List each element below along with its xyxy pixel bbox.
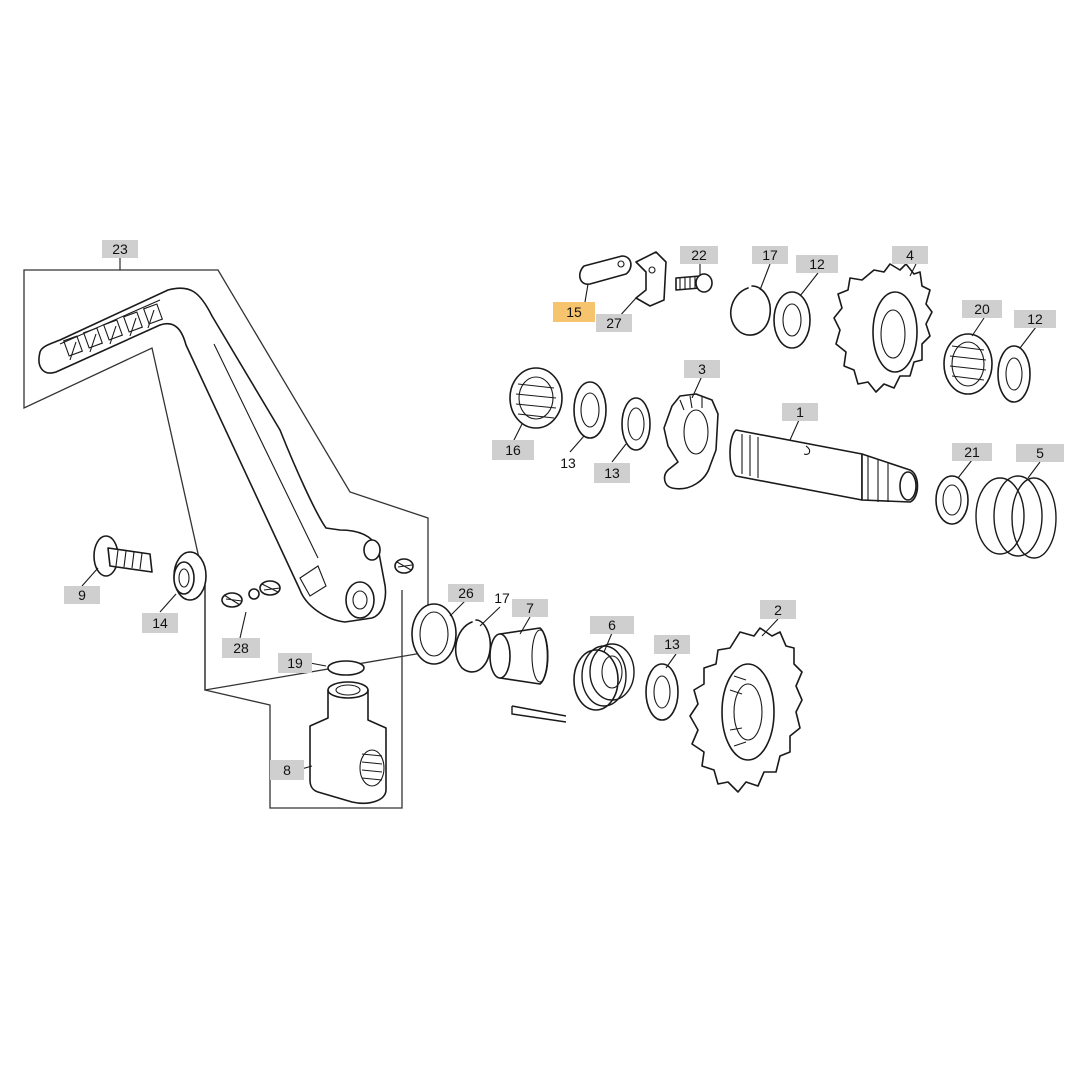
callout-21[interactable]: 21 <box>952 443 992 461</box>
leader-lines <box>81 258 1041 771</box>
circlip-top <box>730 285 772 336</box>
callout-12-top[interactable]: 12 <box>796 255 838 273</box>
callout-15[interactable]: 15 <box>553 302 595 322</box>
callout-2[interactable]: 2 <box>760 600 796 619</box>
callout-8[interactable]: 8 <box>270 760 304 780</box>
needle-bearing-left <box>509 367 563 429</box>
svg-text:21: 21 <box>964 444 980 460</box>
callout-20[interactable]: 20 <box>962 300 1002 318</box>
callout-14[interactable]: 14 <box>142 613 178 633</box>
gear-top <box>833 263 933 393</box>
ratchet <box>663 393 719 490</box>
kick-shaft <box>729 429 919 503</box>
svg-text:19: 19 <box>287 655 303 671</box>
kick-lever <box>38 287 387 623</box>
svg-text:23: 23 <box>112 241 128 257</box>
bushing <box>173 551 207 601</box>
svg-text:9: 9 <box>78 587 86 603</box>
callout-19[interactable]: 19 <box>278 653 312 673</box>
svg-text:13: 13 <box>664 636 680 652</box>
svg-text:12: 12 <box>1027 311 1043 327</box>
washer-13-c <box>645 663 679 721</box>
svg-text:3: 3 <box>698 361 706 377</box>
callout-7[interactable]: 7 <box>512 599 548 617</box>
callout-12-right[interactable]: 12 <box>1014 310 1056 328</box>
callout-9[interactable]: 9 <box>64 586 100 604</box>
callout-17-top[interactable]: 17 <box>752 246 788 264</box>
callout-17-lower[interactable]: 17 <box>494 590 510 606</box>
svg-text:8: 8 <box>283 762 291 778</box>
svg-text:7: 7 <box>526 600 534 616</box>
washer-21 <box>935 475 969 525</box>
callout-4[interactable]: 4 <box>892 246 928 264</box>
o-ring <box>327 660 365 676</box>
svg-text:4: 4 <box>906 247 914 263</box>
callout-13-lower[interactable]: 13 <box>654 635 690 654</box>
washer-26 <box>411 603 457 665</box>
callout-3[interactable]: 3 <box>684 360 720 378</box>
svg-text:2: 2 <box>774 602 782 618</box>
svg-text:26: 26 <box>458 585 474 601</box>
svg-text:13: 13 <box>604 465 620 481</box>
callout-13-plain[interactable]: 13 <box>560 455 576 471</box>
callout-5[interactable]: 5 <box>1016 444 1064 462</box>
callout-22[interactable]: 22 <box>680 246 718 264</box>
callout-1[interactable]: 1 <box>782 403 818 421</box>
bracket <box>635 251 667 307</box>
svg-text:22: 22 <box>691 247 707 263</box>
needle-bearing-top <box>943 333 993 395</box>
shaft-hub <box>309 681 387 805</box>
washer-top <box>773 291 811 349</box>
callout-6[interactable]: 6 <box>590 616 634 634</box>
svg-text:17: 17 <box>494 590 510 606</box>
kick-lever-frame <box>23 269 429 691</box>
svg-text:6: 6 <box>608 617 616 633</box>
svg-text:5: 5 <box>1036 445 1044 461</box>
svg-text:1: 1 <box>796 404 804 420</box>
washer-right <box>997 345 1031 403</box>
screw <box>93 535 153 577</box>
callout-27[interactable]: 27 <box>596 314 632 332</box>
svg-text:15: 15 <box>566 304 582 320</box>
lock-plate <box>578 255 632 285</box>
detent-springs <box>221 558 414 608</box>
lower-assembly-frame <box>204 585 403 809</box>
coil-spring <box>975 475 1057 559</box>
gear-lower <box>689 627 803 793</box>
svg-text:14: 14 <box>152 615 168 631</box>
circlip-lower <box>454 619 492 673</box>
svg-text:12: 12 <box>809 256 825 272</box>
svg-text:13: 13 <box>560 455 576 471</box>
svg-text:17: 17 <box>762 247 778 263</box>
washer-13-b <box>621 397 651 451</box>
svg-text:16: 16 <box>505 442 521 458</box>
washer-13-a <box>573 381 607 439</box>
svg-text:27: 27 <box>606 315 622 331</box>
svg-text:28: 28 <box>233 640 249 656</box>
svg-text:20: 20 <box>974 301 990 317</box>
torsion-spring <box>511 643 635 723</box>
callout-26[interactable]: 26 <box>448 584 484 602</box>
callout-23[interactable]: 23 <box>102 240 138 258</box>
sleeve <box>489 627 549 685</box>
bolt <box>675 273 713 293</box>
callout-28[interactable]: 28 <box>222 638 260 658</box>
callout-16[interactable]: 16 <box>492 440 534 460</box>
callout-13-box[interactable]: 13 <box>594 463 630 483</box>
